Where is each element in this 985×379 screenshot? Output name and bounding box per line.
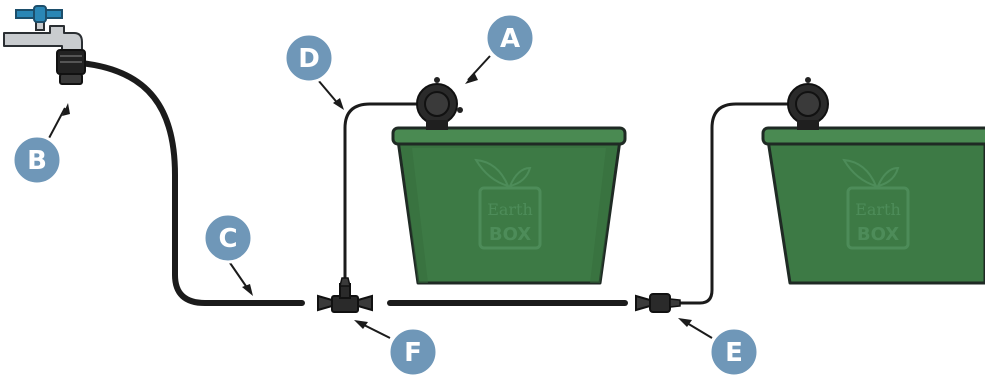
svg-text:A: A	[500, 24, 520, 54]
hose-adapter	[56, 49, 86, 85]
svg-text:E: E	[725, 338, 743, 368]
brand-text-top-2: Earth	[855, 200, 901, 219]
earthbox-container-2: Earth BOX	[761, 126, 985, 285]
callout-A: A	[484, 12, 536, 64]
brand-text-top: Earth	[487, 200, 533, 219]
callout-D: D	[283, 32, 335, 84]
drip-tube-2	[673, 102, 792, 305]
tee-fitting	[317, 277, 373, 313]
emitter-2	[787, 77, 829, 130]
leader-B	[47, 107, 66, 141]
svg-text:C: C	[218, 224, 237, 254]
callout-F: F	[387, 326, 439, 378]
elbow-fitting	[635, 293, 681, 313]
faucet	[3, 5, 86, 85]
callout-B: B	[11, 134, 63, 186]
drip-tube-1	[343, 102, 422, 284]
brand-text-bottom-2: BOX	[857, 224, 899, 245]
supply-hose	[77, 60, 305, 306]
earthbox-logo: Earth BOX	[474, 158, 542, 250]
callout-leaders	[47, 55, 713, 339]
svg-text:B: B	[27, 146, 47, 176]
svg-text:F: F	[404, 338, 422, 368]
earthbox-container-1: Earth BOX	[391, 126, 627, 285]
brand-text-bottom: BOX	[489, 224, 531, 245]
callout-C: C	[202, 212, 254, 264]
emitter-1	[416, 77, 463, 130]
svg-text:D: D	[298, 44, 320, 74]
earthbox-logo-2: Earth BOX	[842, 158, 910, 250]
callout-E: E	[708, 326, 760, 378]
